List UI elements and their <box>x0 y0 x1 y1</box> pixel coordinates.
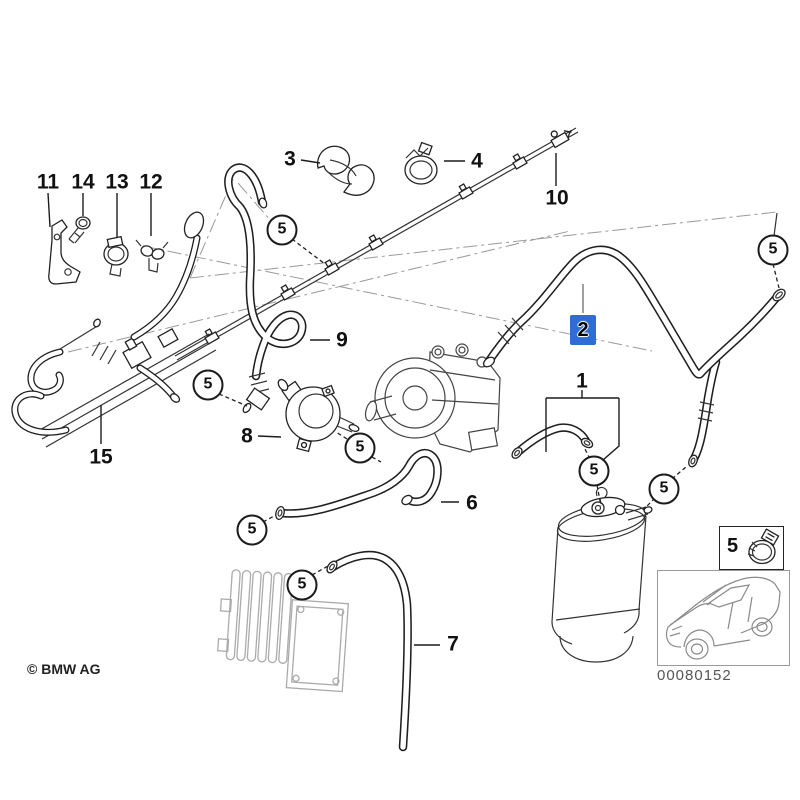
callout-9[interactable]: 9 <box>336 328 348 352</box>
fuel-filter <box>551 486 653 663</box>
leader-lines <box>47 153 620 646</box>
bolt-14 <box>68 216 91 244</box>
injection-pump <box>364 343 501 453</box>
callout-10[interactable]: 10 <box>545 186 569 210</box>
callout-2-highlighted[interactable]: 2 <box>570 315 596 345</box>
callout-6[interactable]: 6 <box>466 491 478 515</box>
clamp-callout-circle[interactable]: 5 <box>192 369 224 401</box>
fuel-pipe-assembly-15 <box>11 211 217 448</box>
clamp-callout-circle[interactable]: 5 <box>266 214 298 246</box>
clip-3 <box>317 145 375 196</box>
bracket-11 <box>48 219 81 285</box>
callout-7[interactable]: 7 <box>447 632 459 656</box>
clamp-callout-circle[interactable]: 5 <box>648 473 680 505</box>
hose-1 <box>511 423 594 459</box>
callout-13[interactable]: 13 <box>105 170 129 194</box>
clamp-legend-box: 5 <box>719 526 784 570</box>
hose-2 <box>482 245 786 379</box>
construction-lines <box>67 178 778 353</box>
callout-4[interactable]: 4 <box>471 149 483 173</box>
clamp-13 <box>103 235 129 277</box>
clamp-callout-circle[interactable]: 5 <box>236 514 268 546</box>
hose-clamp-icon <box>747 528 780 565</box>
callout-1[interactable]: 1 <box>576 369 588 393</box>
hose-2-lower-section <box>688 357 721 468</box>
callout-11[interactable]: 11 <box>36 170 60 194</box>
hose-6 <box>275 448 442 521</box>
clamp-callout-circle[interactable]: 5 <box>286 569 318 601</box>
callout-14[interactable]: 14 <box>71 170 95 194</box>
diagram-code: 00080152 <box>657 667 732 684</box>
vehicle-inset-box[interactable] <box>657 570 790 666</box>
clamp-callout-circle[interactable]: 5 <box>757 234 789 266</box>
clamp-callout-circle[interactable]: 5 <box>578 455 610 487</box>
fuel-rail <box>174 127 579 361</box>
clamp-legend-number: 5 <box>727 535 739 557</box>
clamp-4 <box>404 141 438 185</box>
hose-9 <box>224 163 307 414</box>
clip-12 <box>135 239 169 273</box>
callout-3[interactable]: 3 <box>284 147 296 171</box>
copyright-notice: © BMW AG <box>27 661 101 677</box>
clamp-callout-circle[interactable]: 5 <box>344 432 376 464</box>
callout-12[interactable]: 12 <box>139 170 163 194</box>
cooler-unit <box>217 569 350 693</box>
car-thumbnail <box>665 576 781 660</box>
callout-15[interactable]: 15 <box>89 445 113 469</box>
valve-8 <box>277 378 360 453</box>
hose-7 <box>326 550 412 752</box>
callout-8[interactable]: 8 <box>241 424 253 448</box>
